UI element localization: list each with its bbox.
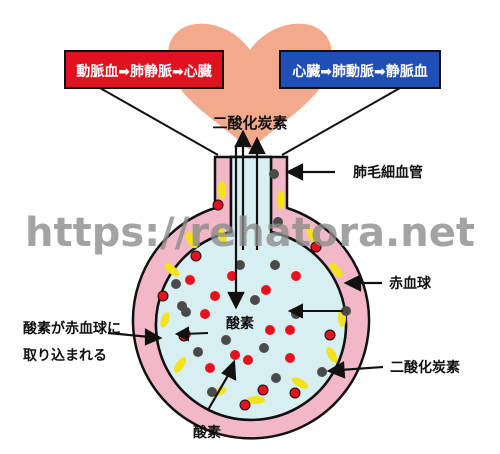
oxygenated-rbc [289, 387, 301, 399]
co2-bottom-label: 二酸化炭素 [390, 359, 460, 376]
oxygen-molecule [291, 271, 301, 281]
co2-molecule [193, 347, 203, 357]
oxygenated-rbc [257, 384, 269, 396]
red-blood-cell-wall [326, 346, 338, 364]
co2-molecule [181, 307, 191, 317]
oxygen-molecule [200, 309, 210, 319]
co2-molecule [235, 260, 245, 270]
oxygen-molecule [205, 363, 215, 373]
co2-molecule [221, 335, 231, 345]
co2-particle-wall [273, 217, 283, 227]
rbc-label: 赤血球 [389, 275, 432, 292]
co2-particle-wall [171, 279, 181, 289]
venous-flow-label: 心臓➡肺動脈➡静脈血 [292, 63, 427, 80]
red-blood-cell-wall [291, 377, 309, 389]
oxygen-molecule [230, 350, 240, 360]
oxygenated-rbc [157, 290, 169, 302]
co2-molecule [250, 295, 260, 305]
venous-connector-line [281, 87, 401, 156]
co2-particle-wall [269, 169, 279, 179]
capillary-label: 肺毛細血管 [353, 164, 423, 181]
diffusion-arrows [174, 303, 343, 342]
red-blood-cell-wall [160, 312, 170, 328]
oxygenated-rbc [212, 199, 224, 211]
oxygen-molecule [261, 285, 271, 295]
red-blood-cell-wall [217, 228, 227, 244]
oxygen-molecule [285, 325, 295, 335]
red-blood-cell-wall [173, 357, 187, 373]
blood-cells [157, 169, 351, 411]
watermark-url: https://rehatora.net [25, 210, 475, 256]
oxygenated-rbc [324, 329, 336, 341]
red-blood-cell-wall [185, 231, 199, 249]
label-arrows [107, 163, 384, 411]
red-blood-cell-wall [164, 263, 180, 277]
arterial-flow-label: 動脈血➡肺静脈➡心臓 [76, 63, 211, 80]
red-blood-cell-wall [329, 262, 343, 278]
red-blood-cell-wall [277, 191, 285, 209]
oxygen-molecule [285, 353, 295, 363]
co2-exit-arrows [234, 129, 266, 250]
co2-particle-wall [341, 306, 351, 316]
oxygen-molecule [243, 355, 253, 365]
oxygen-bottom-label: 酸素 [193, 424, 221, 441]
alveolus-interior [154, 155, 348, 422]
oxygen-molecule [227, 271, 237, 281]
arterial-flow-box: 動脈血➡肺静脈➡心臓 [64, 50, 224, 89]
red-blood-cell-wall [247, 396, 265, 404]
red-blood-cell-wall [306, 226, 318, 244]
co2-molecule [259, 343, 269, 353]
oxygen-absorbed-label-line1: 酸素が赤血球に [23, 320, 121, 337]
oxygenated-rbc [190, 250, 202, 262]
co2-molecule [270, 260, 280, 270]
oxygenated-rbc [239, 399, 251, 411]
oxygen-absorbed-label-line2: 取り込まれる [23, 347, 107, 364]
co2-particle-wall [207, 387, 217, 397]
co2-molecule [271, 373, 281, 383]
red-blood-cell-wall [218, 181, 226, 199]
oxygen-molecule [265, 325, 275, 335]
oxygen-molecule [210, 291, 220, 301]
co2-top-label: 二酸化炭素 [212, 114, 287, 132]
oxygen-molecule [185, 275, 195, 285]
venous-flow-box: 心臓➡肺動脈➡静脈血 [279, 50, 441, 89]
arterial-connector-line [99, 87, 219, 156]
oxygen-inflow-arrow [227, 145, 245, 310]
oxygen-inside-label: 酸素 [226, 315, 254, 332]
co2-particle-wall [317, 367, 327, 377]
oxygenated-rbc [310, 241, 322, 253]
